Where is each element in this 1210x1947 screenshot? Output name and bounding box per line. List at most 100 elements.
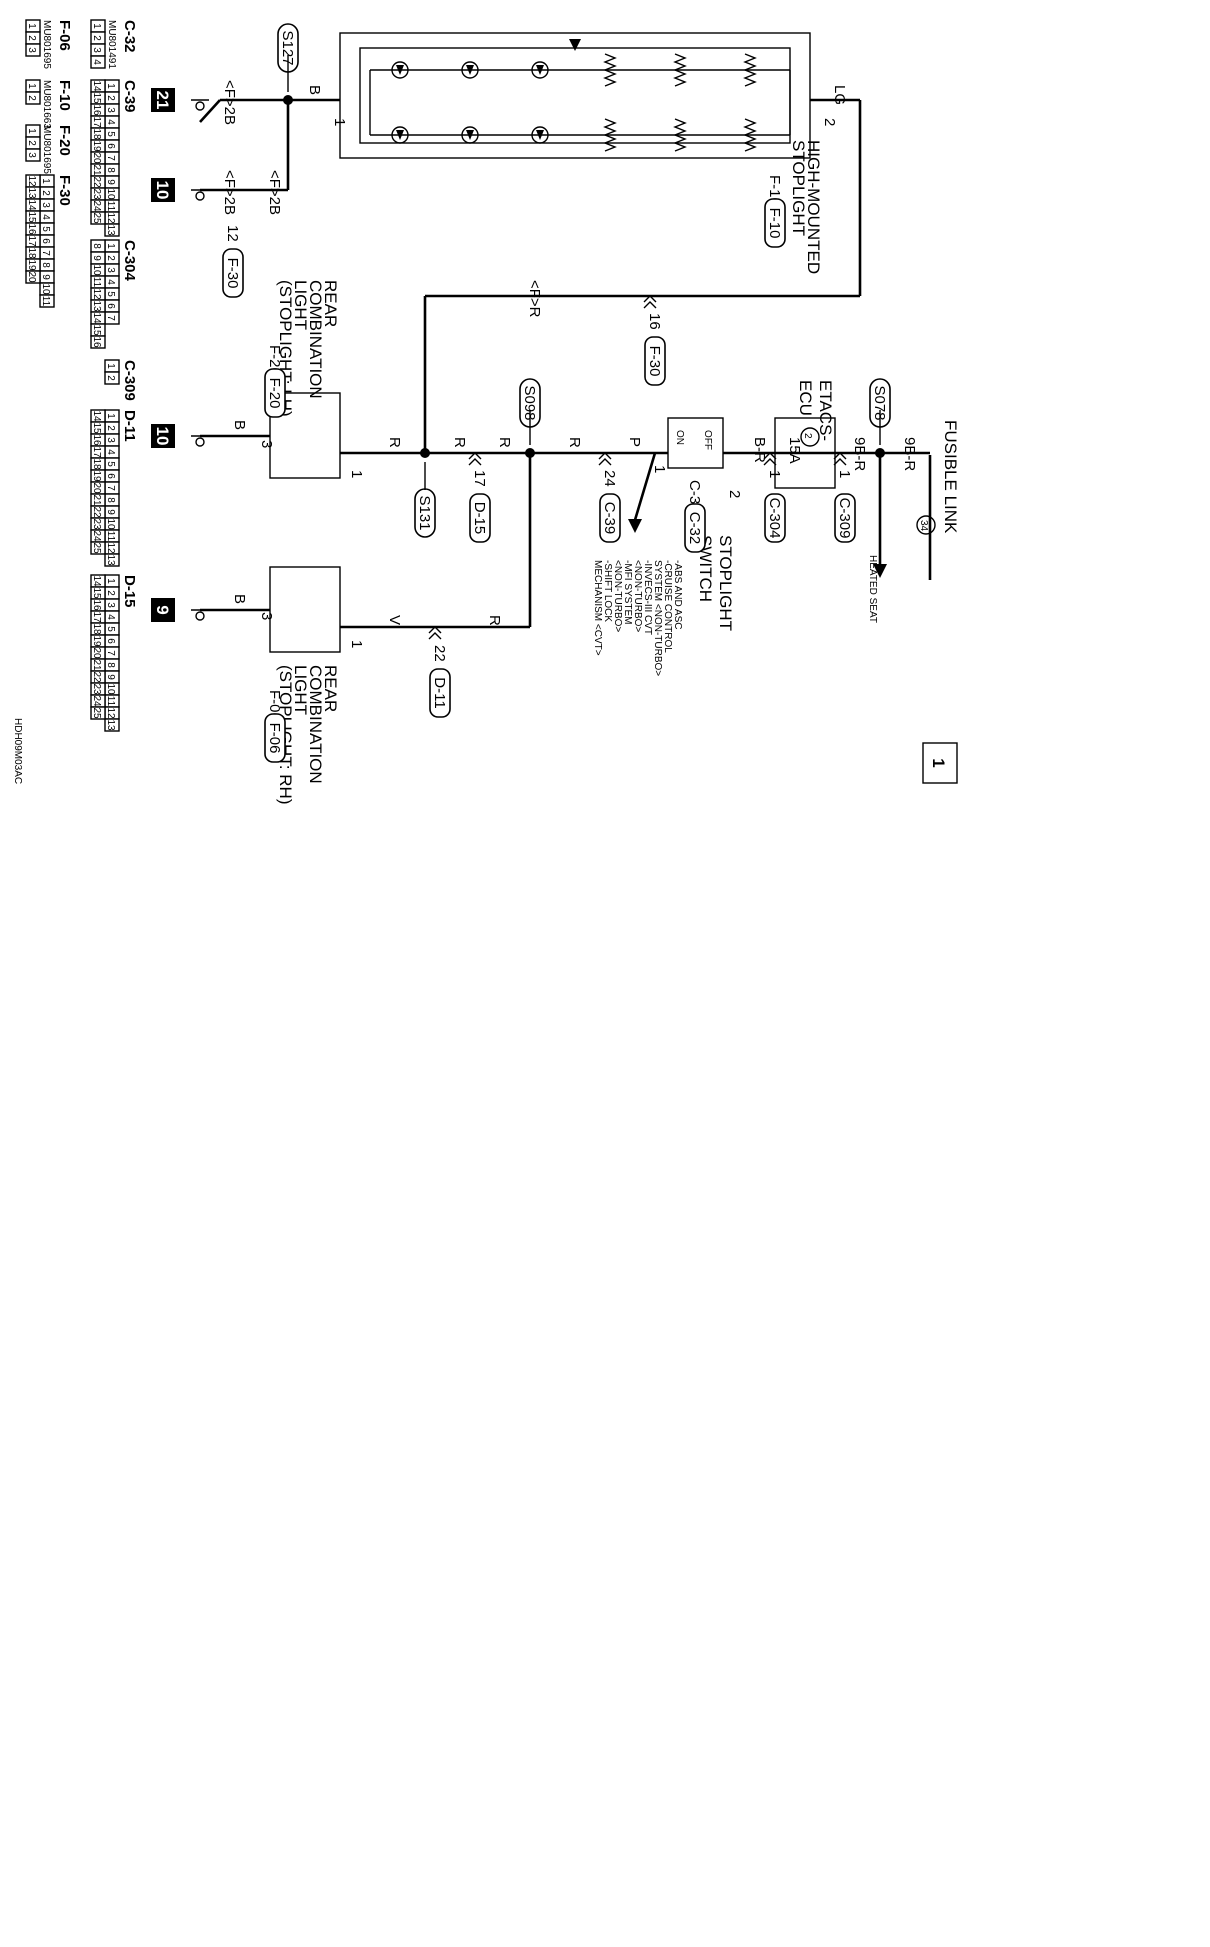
- legend-pin: 16: [91, 104, 102, 116]
- legend-pin: 4: [91, 59, 102, 65]
- rear-rh-pin-3: 3: [258, 612, 275, 620]
- legend-pin: 10: [105, 188, 116, 200]
- legend-pin: 7: [105, 155, 116, 161]
- harness-mark-c304: [763, 452, 777, 466]
- legend-pin: 7: [40, 250, 51, 256]
- connector-d15-tag-label: D-15: [471, 502, 488, 535]
- system-item: SYSTEM <NON-TURBO>: [652, 560, 663, 676]
- legend-pin: 14: [91, 312, 102, 324]
- switch-label-1: STOPLIGHT: [716, 535, 735, 631]
- legend-d15: D-15123456789101112131415161718192021222…: [90, 574, 138, 732]
- fusible-link-number: 34: [918, 520, 929, 532]
- legend-pin: 1: [105, 363, 116, 369]
- legend-pin: 6: [105, 143, 116, 149]
- etacs-label-1: ETACS-: [816, 380, 835, 441]
- legend-pin: 7: [105, 485, 116, 491]
- etacs-fuse-rating: 15A: [786, 437, 803, 464]
- system-item: <NON-TURBO>: [632, 560, 643, 632]
- legend-pin: 15: [91, 92, 102, 104]
- ground-symbol-rh-icon: [191, 609, 209, 621]
- rear-lh-label-1: REAR: [321, 280, 340, 327]
- splice-s098: S098: [519, 378, 541, 428]
- legend-name: F-20: [56, 125, 73, 156]
- legend-pin: 1: [105, 243, 116, 249]
- harness-mark-f-2b-1: <F>2B: [221, 80, 238, 125]
- legend-pin: 17: [26, 235, 37, 247]
- legend-pin: 20: [91, 482, 102, 494]
- system-item: -CRUISE CONTROL: [662, 560, 673, 653]
- connector-c309-tag-label: C-309: [836, 498, 853, 539]
- connector-f10-tag-label: F-10: [766, 208, 783, 239]
- legend-pin: 3: [26, 47, 37, 53]
- legend-pin: 25: [91, 542, 102, 554]
- connector-f30a-tag-label: F-30: [646, 346, 663, 377]
- connector-c309-tag-pin: 1: [836, 470, 853, 478]
- legend-name: C-304: [121, 240, 138, 282]
- connector-c32-tag: C-32C-32: [684, 480, 706, 553]
- high-mounted-pin-1: 1: [331, 118, 348, 126]
- connector-c32-tag-label: C-32: [686, 512, 703, 545]
- legend-pin: 3: [91, 47, 102, 53]
- legend-name: C-32: [121, 20, 138, 53]
- high-mounted-pin-2: 2: [821, 118, 838, 126]
- connector-d15-tag: 17D-15: [469, 470, 491, 543]
- legend-pin: 18: [26, 247, 37, 259]
- legend-pin: 12: [26, 175, 37, 187]
- legend-pin: 18: [91, 623, 102, 635]
- rear-rh-box: [269, 566, 341, 653]
- legend-pin: 3: [105, 437, 116, 443]
- legend-pin: 23: [91, 518, 102, 530]
- harness-mark-f-r-label: <F>R: [526, 280, 543, 318]
- connector-f30a-tag: 16F-30: [644, 313, 666, 386]
- ground-10-lh: 10: [151, 424, 175, 448]
- connector-f30b-tag-label: F-30: [224, 258, 241, 289]
- legend-pin: 10: [105, 518, 116, 530]
- legend-pin: 7: [105, 650, 116, 656]
- legend-pin: 14: [91, 410, 102, 422]
- legend-pin: 11: [105, 696, 116, 707]
- switch-state-on: ON: [674, 430, 685, 445]
- legend-pin: 20: [91, 647, 102, 659]
- connector-d11-tag-pin: 22: [431, 645, 448, 662]
- legend-pin: 6: [105, 638, 116, 644]
- legend-name: D-15: [121, 575, 138, 608]
- connector-c39-tag-label: C-39: [601, 502, 618, 535]
- legend-pin: 1: [105, 578, 116, 584]
- legend-pin: 2: [26, 95, 37, 101]
- legend-pin: 16: [26, 223, 37, 235]
- connector-f20-tag-pin: F-20: [266, 345, 283, 376]
- wire-color-lg: LG: [831, 85, 848, 105]
- resistor-icon: [673, 118, 687, 152]
- legend-pin: 4: [105, 279, 116, 285]
- connector-c309-tag: 1C-309: [834, 470, 856, 543]
- legend-pin: 3: [105, 602, 116, 608]
- connector-f30b-tag: 12F-30: [222, 225, 244, 298]
- legend-d11: D-11123456789101112131415161718192021222…: [90, 409, 138, 567]
- page-number: 1: [929, 758, 948, 767]
- legend-pin: 13: [91, 300, 102, 312]
- rear-lh-label-2: COMBINATION: [306, 280, 325, 399]
- rear-lh-label-3: LIGHT: [291, 280, 310, 330]
- legend-pin: 22: [91, 506, 102, 518]
- connector-c304-tag-label: C-304: [766, 498, 783, 539]
- wire-color-r-3: R: [496, 437, 513, 448]
- legend-pin: 5: [105, 291, 116, 297]
- legend-pin: 19: [91, 470, 102, 482]
- legend-name: F-30: [56, 175, 73, 206]
- legend-pin: 22: [91, 671, 102, 683]
- connector-c304-tag-pin: 1: [766, 470, 783, 478]
- connector-f20-tag: F-20F-20: [264, 345, 286, 418]
- splice-s131: S131: [414, 488, 436, 538]
- legend-pin: 17: [91, 116, 102, 128]
- wire-color-r-4: R: [451, 437, 468, 448]
- wire-f-2b-bend: [199, 99, 221, 123]
- legend-pin: 12: [105, 542, 116, 554]
- connector-d11-tag-label: D-11: [431, 677, 448, 708]
- legend-pin: 19: [26, 259, 37, 271]
- system-item: MECHANISM <CVT>: [592, 560, 603, 656]
- harness-mark-f-2b-2: <F>2B: [221, 170, 238, 215]
- legend-pin: 12: [105, 212, 116, 224]
